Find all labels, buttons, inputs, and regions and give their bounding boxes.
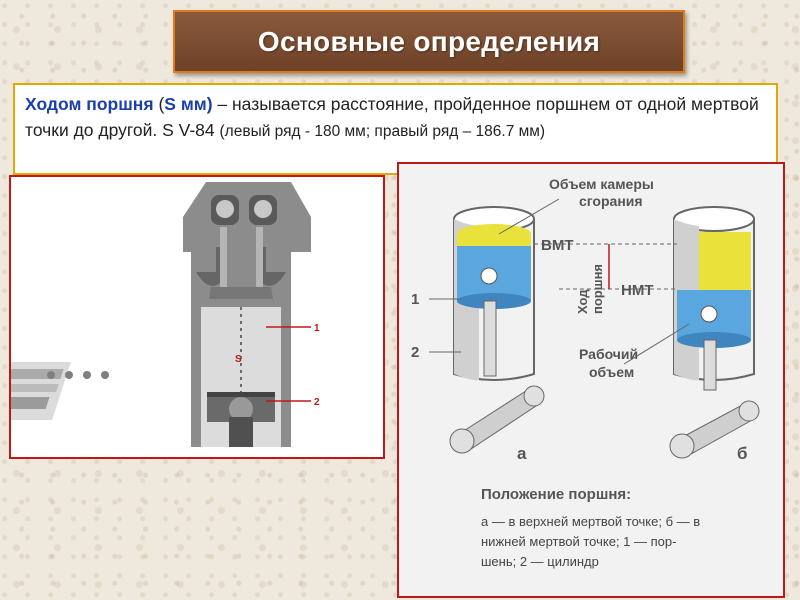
- label-bdc: НМТ: [621, 282, 654, 299]
- label-working-volume-line1: Рабочий: [579, 346, 638, 362]
- label-chamber-volume-line1: Объем камеры: [549, 176, 654, 192]
- label-stroke-line2: поршня: [590, 264, 605, 314]
- definition-open-paren: (: [154, 94, 165, 114]
- label-position-a: а: [517, 444, 527, 463]
- position-heading: Положение поршня:: [481, 486, 631, 503]
- position-caption-line2: нижней мертвой точке; 1 — пор-: [481, 532, 771, 552]
- cylinder-b: [670, 207, 759, 458]
- label-position-b: б: [737, 444, 748, 463]
- engine-cutaway-figure: 1 2 S: [9, 175, 385, 459]
- label-stroke-line1: Ход: [575, 289, 590, 314]
- label-chamber-volume-line2: сгорания: [579, 193, 643, 209]
- label-piston-1: 1: [411, 291, 419, 308]
- cylinder-section: [183, 182, 311, 447]
- cylinder-a: [450, 207, 544, 453]
- position-caption-line3: шень; 2 — цилиндр: [481, 552, 771, 572]
- slide-title-banner: Основные определения: [173, 10, 685, 73]
- engine-block-image: [11, 362, 109, 420]
- position-caption-line1: а — в верхней мертвой точке; б — в: [481, 512, 771, 532]
- engine-cutaway-illustration: 1 2 S: [11, 177, 383, 457]
- definition-detail: (левый ряд - 180 мм; правый ряд – 186.7 …: [220, 123, 546, 140]
- definition-term: Ходом поршня: [25, 94, 154, 114]
- piston-position-diagram: Объем камеры сгорания ВМТ НМТ Ход поршня…: [397, 162, 785, 598]
- engine-label-2: 2: [314, 397, 320, 408]
- engine-label-s: S: [235, 354, 242, 365]
- engine-label-1: 1: [314, 323, 320, 334]
- label-tdc: ВМТ: [541, 237, 574, 254]
- label-working-volume-line2: объем: [589, 364, 634, 380]
- definition-unit: S мм): [164, 94, 212, 114]
- label-cylinder-2: 2: [411, 344, 419, 361]
- position-caption: а — в верхней мертвой точке; б — в нижне…: [481, 512, 771, 572]
- slide-title: Основные определения: [258, 26, 600, 58]
